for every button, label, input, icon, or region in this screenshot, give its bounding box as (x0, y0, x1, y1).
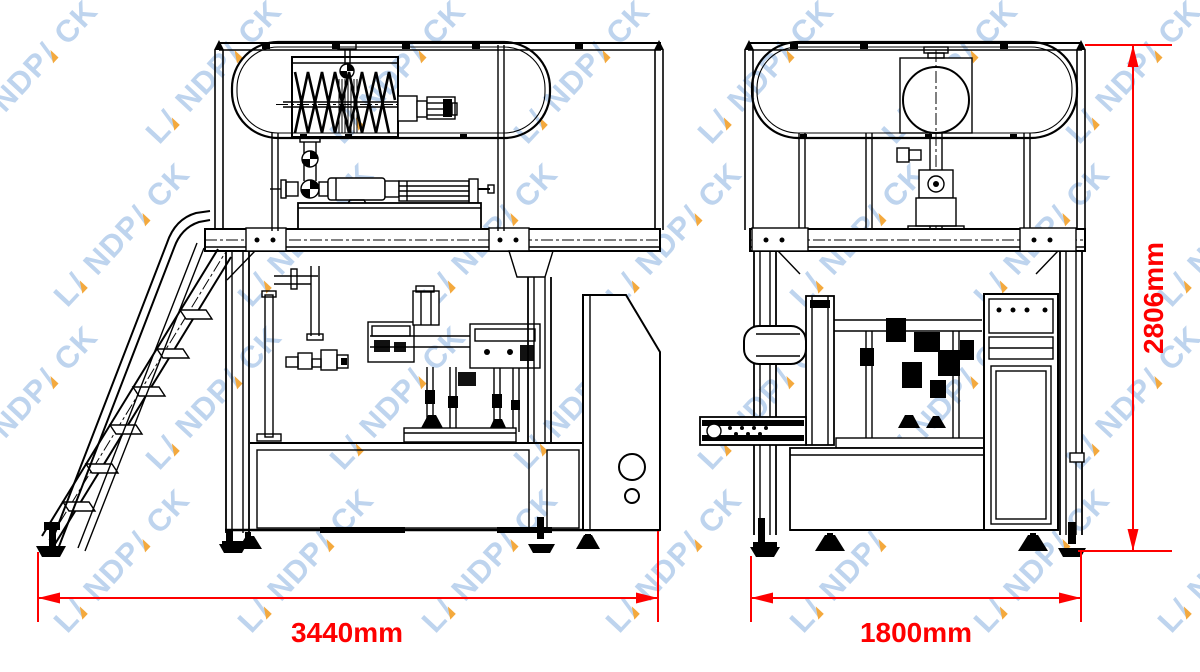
stair-ladder (36, 210, 232, 557)
dimension-label-front-width: 3440mm (291, 617, 403, 648)
mixer-motor (397, 95, 458, 122)
control-knob-large[interactable] (618, 453, 646, 481)
machine-feet-front (219, 517, 600, 553)
dimension-front-width: 3440mm (37, 531, 659, 648)
outfeed-conveyor (699, 416, 807, 446)
front-view-drawing (36, 40, 664, 557)
platform-legs-side (753, 250, 1083, 535)
cabinet-door[interactable] (990, 365, 1052, 525)
bagging-mechanism-front (256, 266, 541, 443)
dimension-label-side-width: 1800mm (860, 617, 972, 648)
machine-body-side (699, 293, 1085, 531)
dimension-label-height: 2806mm (1138, 242, 1169, 354)
platform-beam-front (204, 227, 661, 252)
side-view-drawing (699, 40, 1086, 557)
pump-and-piping (270, 136, 495, 230)
dimension-side-width: 1800mm (750, 551, 1082, 648)
electrical-cabinet (983, 293, 1059, 531)
control-knob-small[interactable] (624, 488, 640, 504)
dimension-height: 2806mm (1078, 44, 1172, 552)
mixer-end-view (896, 46, 973, 233)
machine-feet-side (750, 518, 1086, 557)
dimensions: 3440mm 1800mm 2806mm (37, 44, 1172, 648)
platform-beam-side (749, 227, 1086, 252)
base-cabinet-front (225, 294, 661, 533)
ladder-foot (36, 522, 66, 557)
screw-mixer (276, 42, 458, 138)
platform-legs-front (225, 250, 554, 533)
